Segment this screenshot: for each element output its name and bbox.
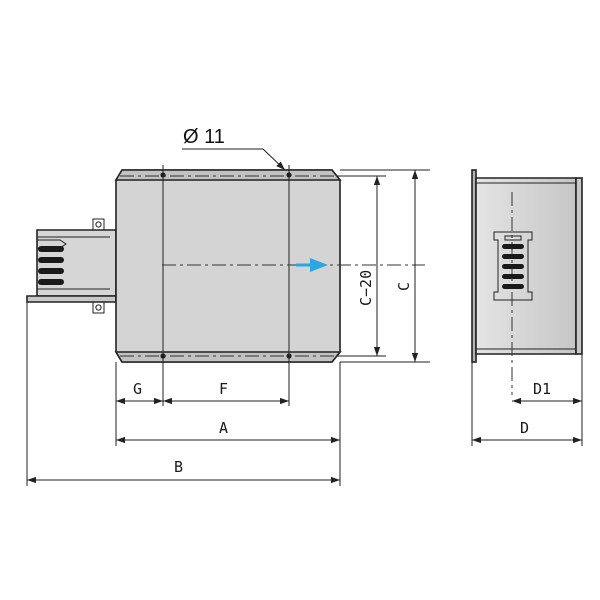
side-view xyxy=(471,169,583,395)
dimension-C-minus-20: C−20 xyxy=(357,176,381,356)
main-housing xyxy=(114,165,342,406)
mounting-tab-top xyxy=(92,218,105,231)
side-grille xyxy=(493,231,533,301)
dimension-G-label: G xyxy=(133,380,142,398)
dimension-C-label: C xyxy=(395,282,413,291)
dimension-F-label: F xyxy=(219,380,228,398)
dimension-B: B xyxy=(27,458,340,484)
dimension-D1-label: D1 xyxy=(533,380,551,398)
inlet-slots xyxy=(38,246,64,285)
mounting-tab-bottom xyxy=(92,301,105,314)
dimension-C-minus-20-label: C−20 xyxy=(357,270,375,306)
dimension-D-label: D xyxy=(520,419,529,437)
hole-diameter-label: Ø 11 xyxy=(183,126,225,148)
dimensions: G F A B C−20 C xyxy=(26,169,583,486)
dimension-A: A xyxy=(116,419,340,444)
dimension-F: F xyxy=(163,380,289,405)
dimension-A-label: A xyxy=(219,419,228,437)
dimension-B-label: B xyxy=(174,458,183,476)
flow-direction-arrow-icon xyxy=(296,258,328,272)
front-view: Ø 11 xyxy=(26,126,425,406)
dimension-G: G xyxy=(116,380,163,405)
dimension-D1: D1 xyxy=(512,380,582,405)
dimension-C: C xyxy=(395,170,419,362)
inlet-duct xyxy=(26,218,117,314)
dimension-D: D xyxy=(472,419,582,444)
hole-diameter-callout: Ø 11 xyxy=(182,126,286,171)
